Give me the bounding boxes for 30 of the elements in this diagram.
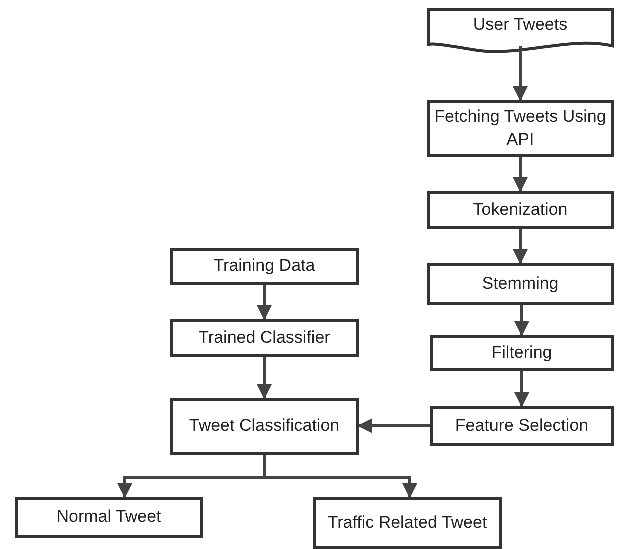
process-box	[427, 191, 614, 229]
node-label: Training Data	[214, 255, 316, 278]
process-box	[427, 100, 614, 157]
node-label: Normal Tweet	[56, 506, 162, 528]
document-shape	[427, 8, 614, 54]
arrow	[358, 418, 430, 434]
arrow	[257, 357, 272, 400]
node-label: Tokenization	[473, 198, 568, 221]
arrow	[257, 285, 272, 320]
process-box	[430, 335, 614, 371]
node-label: Stemming	[482, 272, 559, 295]
process-box	[170, 248, 359, 285]
process-box	[170, 398, 359, 455]
node-label: Traffic Related Tweet	[328, 512, 488, 534]
process-box	[427, 263, 614, 305]
process-box	[15, 497, 203, 538]
node-label: Filtering	[492, 342, 552, 364]
node-label: Feature Selection	[455, 414, 589, 437]
process-box	[313, 497, 502, 549]
arrow	[513, 46, 528, 102]
node-label: Trained Classifier	[198, 326, 330, 349]
node-label: User Tweets	[473, 14, 568, 36]
node-label: Tweet Classification	[189, 415, 340, 438]
arrow	[514, 371, 530, 408]
process-box	[430, 406, 614, 446]
arrow	[513, 229, 528, 264]
arrow	[513, 157, 528, 192]
node-label: Fetching Tweets Using API	[434, 106, 607, 150]
arrow	[514, 305, 530, 336]
process-box	[170, 319, 359, 357]
